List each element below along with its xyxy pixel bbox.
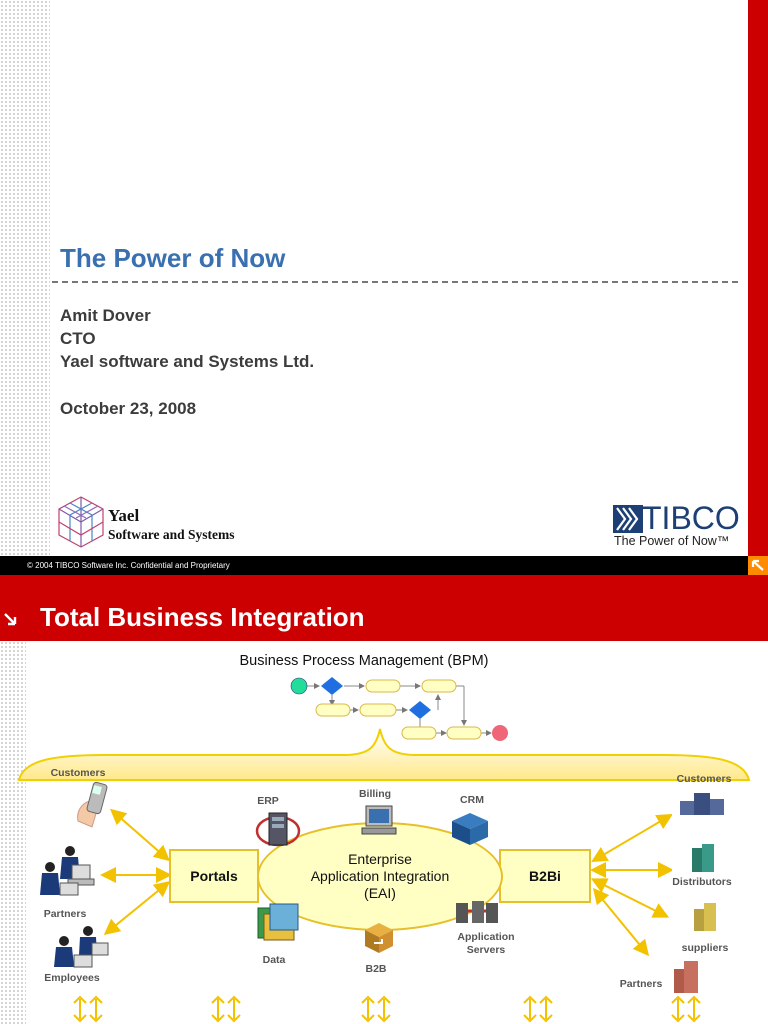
header-arrow-icon	[0, 608, 24, 632]
slide-title: The Power of Now	[60, 243, 286, 273]
customers-right-label: Customers	[676, 773, 732, 785]
footer-bar	[0, 556, 768, 575]
dashed-divider	[52, 281, 738, 283]
data-spreadsheet-icon	[257, 903, 299, 941]
right-arrows	[590, 813, 672, 957]
corner-arrow-icon	[748, 556, 768, 575]
tibco-logo-icon	[613, 505, 643, 533]
employees-label: Employees	[44, 972, 100, 984]
application-servers-icon	[456, 901, 498, 923]
presentation-date: October 23, 2008	[60, 399, 197, 418]
dotted-margin	[0, 641, 26, 1024]
slide-header-bar	[0, 575, 768, 641]
bottom-connector-icons	[73, 995, 701, 1023]
yael-cube-logo-icon	[58, 496, 104, 548]
billing-label: Billing	[358, 788, 392, 800]
distributors-label: Distributors	[672, 876, 732, 888]
customers-building-icon	[680, 793, 724, 815]
presenter-name: Amit Dover	[60, 306, 151, 325]
suppliers-label: suppliers	[681, 942, 729, 954]
tibco-logo-word: TIBCO	[642, 500, 740, 536]
crm-label: CRM	[460, 794, 484, 806]
left-arrows	[100, 808, 172, 936]
suppliers-building-icon	[694, 903, 716, 931]
b2b-label: B2B	[365, 963, 387, 975]
employees-icon	[54, 926, 109, 968]
bpm-brace	[17, 728, 751, 781]
people-at-computers-icon	[40, 846, 95, 896]
title-slide: The Power of Now Amit Dover CTO Yael sof…	[0, 0, 768, 575]
mobile-phone-icon	[77, 781, 108, 828]
billing-computer-icon	[361, 805, 397, 835]
app-servers-label-1: Application	[457, 931, 515, 943]
bpm-label: Business Process Management (BPM)	[239, 653, 489, 669]
partners-building-icon	[674, 961, 698, 993]
workflow-diagram-icon	[290, 677, 508, 741]
data-label: Data	[262, 954, 286, 966]
erp-server-icon	[255, 812, 301, 847]
yael-logo-name: Yael	[108, 506, 140, 525]
distributors-building-icon	[692, 844, 714, 872]
portals-box: Portals	[169, 849, 259, 903]
dotted-margin	[0, 0, 50, 556]
b2b-cube-icon	[365, 923, 393, 953]
erp-label: ERP	[257, 795, 279, 807]
eai-line-3: (EAI)	[364, 885, 396, 901]
partners-right-label: Partners	[619, 978, 663, 990]
slide-title: Total Business Integration	[40, 602, 365, 632]
eai-line-1: Enterprise	[348, 851, 412, 867]
b2bi-box: B2Bi	[499, 849, 591, 903]
crm-boxes-icon	[452, 813, 488, 845]
red-side-bar	[748, 0, 768, 556]
customers-left-label: Customers	[50, 767, 106, 779]
partners-left-label: Partners	[43, 908, 87, 920]
tibco-tagline: The Power of Now™	[614, 534, 730, 548]
yael-logo-subtitle: Software and Systems	[108, 527, 235, 542]
presenter-role: CTO	[60, 329, 96, 348]
eai-line-2: Application Integration	[310, 868, 450, 884]
presenter-company: Yael software and Systems Ltd.	[60, 352, 315, 371]
footer-copyright: © 2004 TIBCO Software Inc. Confidential …	[27, 561, 230, 570]
app-servers-label-2: Servers	[466, 944, 506, 956]
integration-slide: Total Business Integration Business Proc…	[0, 575, 768, 1024]
